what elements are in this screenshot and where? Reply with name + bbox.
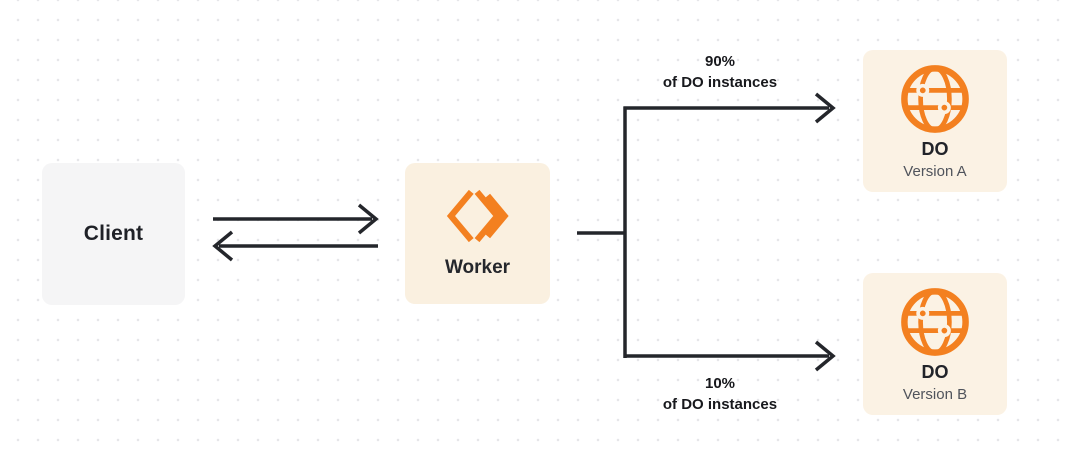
edge-label-10-caption: of DO instances bbox=[662, 396, 778, 413]
edge-label-10-pct: 10% bbox=[704, 375, 736, 392]
client-node: Client bbox=[42, 163, 185, 305]
arrow-branch-to-version-b bbox=[623, 340, 836, 372]
worker-label: Worker bbox=[444, 257, 511, 278]
client-label: Client bbox=[83, 222, 144, 245]
workers-brackets-icon bbox=[446, 189, 509, 243]
do-b-title: DO bbox=[921, 362, 949, 382]
branch-connector bbox=[577, 106, 627, 358]
arrow-client-to-worker bbox=[213, 203, 379, 235]
globe-icon bbox=[901, 65, 969, 133]
edge-label-10-percent: 10% of DO instances bbox=[615, 373, 825, 415]
worker-node: Worker bbox=[405, 163, 550, 304]
globe-icon bbox=[901, 288, 969, 356]
arrow-branch-to-version-a bbox=[623, 92, 836, 124]
edge-label-90-caption: of DO instances bbox=[662, 74, 778, 91]
do-a-title: DO bbox=[921, 139, 949, 159]
do-b-subtitle: Version B bbox=[902, 386, 968, 403]
arrow-worker-to-client bbox=[212, 230, 378, 262]
edge-label-90-pct: 90% bbox=[704, 53, 736, 70]
do-a-subtitle: Version A bbox=[903, 163, 967, 180]
do-version-a-node: DO Version A bbox=[863, 50, 1007, 192]
edge-label-90-percent: 90% of DO instances bbox=[615, 51, 825, 93]
do-version-b-node: DO Version B bbox=[863, 273, 1007, 415]
